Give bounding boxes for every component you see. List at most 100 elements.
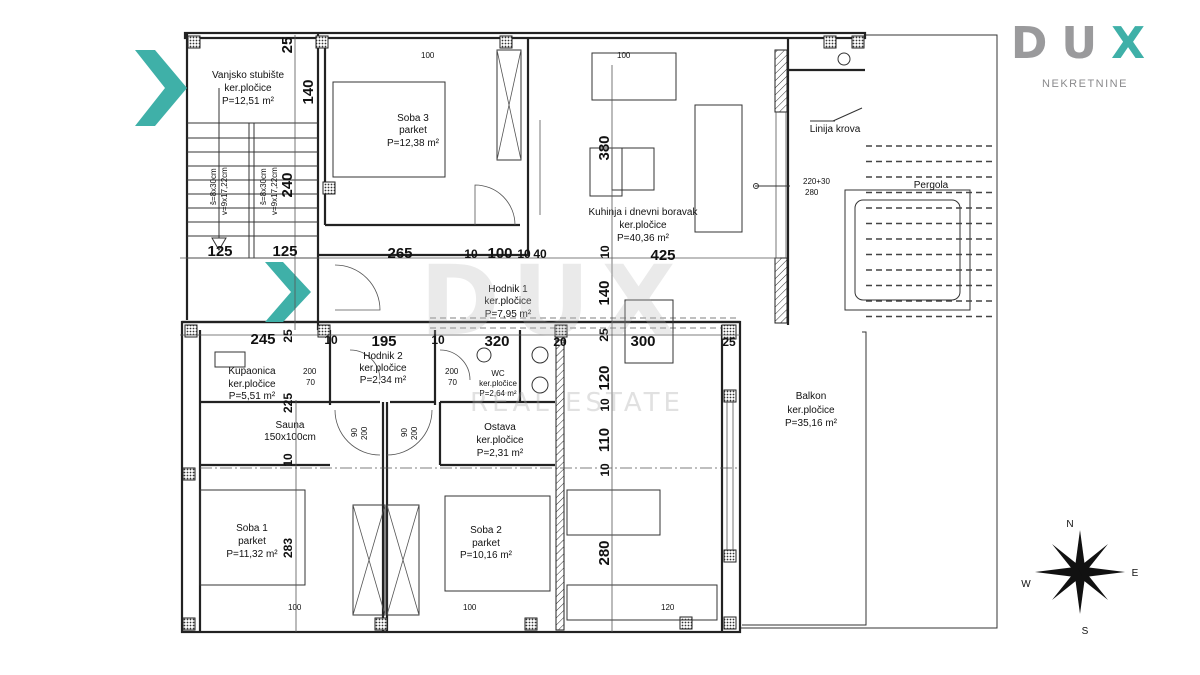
svg-text:Ostava: Ostava xyxy=(484,422,516,433)
svg-text:70: 70 xyxy=(448,378,457,387)
svg-text:265: 265 xyxy=(387,245,412,262)
svg-text:P=7,95 m²: P=7,95 m² xyxy=(485,309,532,320)
window-label: 280 xyxy=(805,188,819,197)
svg-text:10: 10 xyxy=(281,453,295,467)
kitchen-counter xyxy=(566,489,661,536)
pergola-hatch xyxy=(866,145,996,318)
svg-text:425: 425 xyxy=(650,247,675,264)
svg-text:200: 200 xyxy=(445,367,459,376)
svg-text:25: 25 xyxy=(279,37,296,54)
roof-line-label: Linija krova xyxy=(810,124,861,135)
stairs xyxy=(187,88,318,259)
pergola-label: Pergola xyxy=(914,180,949,191)
svg-text:P=40,36 m²: P=40,36 m² xyxy=(617,233,670,244)
compass-w: W xyxy=(1021,579,1031,590)
svg-text:P=2,31 m²: P=2,31 m² xyxy=(477,448,524,459)
jacuzzi xyxy=(844,189,971,311)
wardrobe-soba-3 xyxy=(496,49,522,161)
dux-logo: DUX NEKRETNINE xyxy=(1005,20,1165,91)
svg-text:ker.pločice: ker.pločice xyxy=(619,220,667,231)
svg-text:140: 140 xyxy=(596,280,613,305)
svg-text:ker.pločice: ker.pločice xyxy=(224,83,272,94)
svg-text:25: 25 xyxy=(597,328,611,342)
svg-text:ker.pločice: ker.pločice xyxy=(359,363,407,374)
svg-text:Kuhinja i dnevni boravak: Kuhinja i dnevni boravak xyxy=(589,207,699,218)
svg-text:100: 100 xyxy=(288,603,302,612)
entrance-arrows xyxy=(135,50,311,322)
svg-text:ker.pločice: ker.pločice xyxy=(787,405,835,416)
dining-table xyxy=(624,299,674,364)
doors xyxy=(334,184,516,456)
svg-text:10: 10 xyxy=(517,247,531,261)
wardrobe-a xyxy=(352,504,386,616)
bed-soba-2 xyxy=(444,495,551,592)
logo-subtitle: NEKRETNINE xyxy=(1042,78,1128,90)
sofa-right xyxy=(694,104,743,233)
dimension-labels: 25 140 240 125 125 265 10 100 10 40 425 … xyxy=(180,35,780,632)
svg-text:10: 10 xyxy=(431,333,445,347)
svg-text:P=10,16 m²: P=10,16 m² xyxy=(460,550,513,561)
svg-text:200: 200 xyxy=(303,367,317,376)
svg-text:P=12,38 m²: P=12,38 m² xyxy=(387,138,440,149)
furniture xyxy=(199,49,971,621)
sofa-top xyxy=(591,52,677,101)
svg-text:P=11,32 m²: P=11,32 m² xyxy=(226,549,278,560)
wardrobe-b xyxy=(386,504,420,616)
svg-text:245: 245 xyxy=(250,331,275,348)
svg-text:70: 70 xyxy=(306,378,315,387)
svg-text:ker.pločice: ker.pločice xyxy=(479,379,517,388)
svg-text:parket: parket xyxy=(472,538,500,549)
svg-text:25: 25 xyxy=(722,335,736,349)
svg-text:Kupaonica: Kupaonica xyxy=(228,366,276,377)
svg-text:parket: parket xyxy=(238,536,266,547)
toilet xyxy=(476,347,492,363)
svg-text:140: 140 xyxy=(300,79,317,104)
svg-text:P=12,51 m²: P=12,51 m² xyxy=(222,96,275,107)
terrace-outline xyxy=(740,34,998,629)
svg-text:40: 40 xyxy=(533,247,547,261)
svg-text:100: 100 xyxy=(463,603,477,612)
svg-text:Hodnik 1: Hodnik 1 xyxy=(488,284,528,295)
svg-text:200: 200 xyxy=(360,426,369,440)
svg-text:v=9x17,22cm: v=9x17,22cm xyxy=(220,167,229,215)
svg-text:150x100cm: 150x100cm xyxy=(264,432,316,443)
svg-text:š=8x30cm: š=8x30cm xyxy=(209,168,218,205)
svg-text:Sauna: Sauna xyxy=(276,420,305,431)
compass-s: S xyxy=(1082,626,1089,637)
svg-text:120: 120 xyxy=(596,365,613,390)
compass-rose: N E S W xyxy=(1021,519,1138,637)
svg-text:225: 225 xyxy=(281,393,295,413)
svg-text:v=9x17,22cm: v=9x17,22cm xyxy=(270,167,279,215)
svg-text:ker.pločice: ker.pločice xyxy=(228,379,276,390)
compass-n: N xyxy=(1066,519,1073,530)
svg-text:P=2,34 m²: P=2,34 m² xyxy=(360,375,407,386)
armchair xyxy=(589,147,623,197)
window-label: 220+30 xyxy=(803,177,830,186)
svg-text:300: 300 xyxy=(630,333,655,350)
walls xyxy=(180,31,867,634)
svg-text:195: 195 xyxy=(371,333,396,350)
svg-text:10: 10 xyxy=(598,463,612,477)
svg-text:100: 100 xyxy=(487,245,512,262)
svg-text:Vanjsko stubište: Vanjsko stubište xyxy=(212,70,285,81)
svg-text:10: 10 xyxy=(598,245,612,259)
svg-text:Soba 2: Soba 2 xyxy=(470,525,502,536)
svg-text:280: 280 xyxy=(596,540,613,565)
bed-soba-3 xyxy=(332,81,446,178)
svg-text:ker.pločice: ker.pločice xyxy=(484,296,532,307)
svg-text:10: 10 xyxy=(598,398,612,412)
svg-text:25: 25 xyxy=(281,329,295,343)
windows xyxy=(539,107,863,550)
svg-text:100: 100 xyxy=(421,51,435,60)
